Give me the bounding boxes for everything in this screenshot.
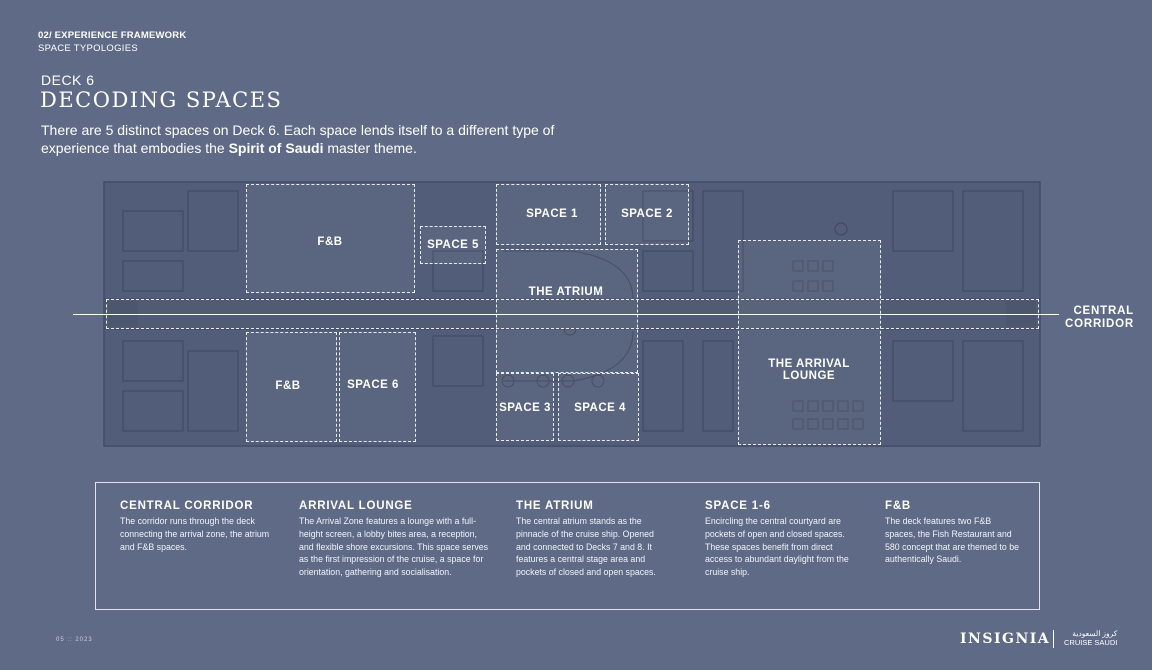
- info-title: ARRIVAL LOUNGE: [299, 500, 413, 512]
- space-2-label: SPACE 2: [621, 208, 673, 220]
- space-3-label: SPACE 3: [499, 402, 551, 414]
- cruise-saudi-logo: كروز السعودية CRUISE SAUDI: [1064, 629, 1117, 647]
- corridor-axis-line: [73, 314, 1059, 315]
- cruise-saudi-text: CRUISE SAUDI: [1064, 638, 1118, 647]
- logo-divider: [1053, 630, 1054, 648]
- fb-top-label: F&B: [317, 236, 343, 248]
- fb-top-zone: [246, 184, 415, 293]
- deck-label: DECK 6: [41, 72, 95, 88]
- info-text: The corridor runs through the deck conne…: [120, 516, 270, 552]
- central-corridor-label-line1: CENTRAL: [1073, 305, 1134, 317]
- space-6-zone: [339, 332, 416, 442]
- space-2-zone: [605, 184, 689, 245]
- space-1-zone: [496, 184, 601, 245]
- intro-text-end: master theme.: [323, 140, 417, 156]
- atrium-label: THE ATRIUM: [528, 286, 604, 298]
- intro-highlight: Spirit of Saudi: [228, 140, 324, 156]
- atrium-zone: [496, 249, 638, 373]
- info-fb: F&B The deck features two F&B spaces, th…: [885, 500, 1020, 566]
- space-3-zone: [496, 373, 554, 441]
- fb-bottom-label: F&B: [275, 380, 301, 392]
- info-title: CENTRAL CORRIDOR: [120, 500, 254, 512]
- page-title: DECODING SPACES: [40, 88, 283, 112]
- intro-text-start: There are 5 distinct spaces on Deck 6. E…: [41, 122, 555, 156]
- arrival-lounge-zone: [738, 240, 881, 445]
- intro-text: There are 5 distinct spaces on Deck 6. E…: [41, 121, 601, 157]
- space-4-label: SPACE 4: [574, 402, 626, 414]
- insignia-logo: INSIGNIA: [960, 631, 1051, 647]
- space-4-zone: [558, 373, 639, 441]
- arrival-lounge-label: THE ARRIVAL LOUNGE: [768, 358, 850, 382]
- info-text: Encircling the central courtyard are poc…: [705, 516, 849, 578]
- info-central-corridor: CENTRAL CORRIDOR The corridor runs throu…: [120, 500, 276, 553]
- info-text: The central atrium stands as the pinnacl…: [516, 516, 656, 578]
- central-corridor-label-line2: CORRIDOR: [1064, 318, 1134, 330]
- space-6-label: SPACE 6: [347, 379, 399, 391]
- space-5-zone: [420, 226, 486, 264]
- info-spaces-1-6: SPACE 1-6 Encircling the central courtya…: [705, 500, 857, 579]
- section-label: 02/ EXPERIENCE FRAMEWORK: [38, 30, 187, 41]
- info-title: SPACE 1-6: [705, 500, 771, 512]
- description-panel: CENTRAL CORRIDOR The corridor runs throu…: [95, 482, 1040, 610]
- info-title: THE ATRIUM: [516, 500, 594, 512]
- central-corridor-label: CENTRAL CORRIDOR: [1062, 305, 1134, 331]
- space-1-label: SPACE 1: [526, 208, 578, 220]
- info-arrival-lounge: ARRIVAL LOUNGE The Arrival Zone features…: [299, 500, 489, 579]
- cruise-saudi-arabic: كروز السعودية: [1072, 629, 1118, 638]
- space-5-label: SPACE 5: [427, 239, 479, 251]
- subsection-label: SPACE TYPOLOGIES: [38, 43, 139, 54]
- info-title: F&B: [885, 500, 912, 512]
- info-text: The Arrival Zone features a lounge with …: [299, 516, 489, 578]
- page-number: 05 :: 2023: [56, 637, 93, 643]
- fb-bottom-zone: [246, 332, 337, 442]
- info-atrium: THE ATRIUM The central atrium stands as …: [516, 500, 666, 579]
- info-text: The deck features two F&B spaces, the Fi…: [885, 516, 1020, 565]
